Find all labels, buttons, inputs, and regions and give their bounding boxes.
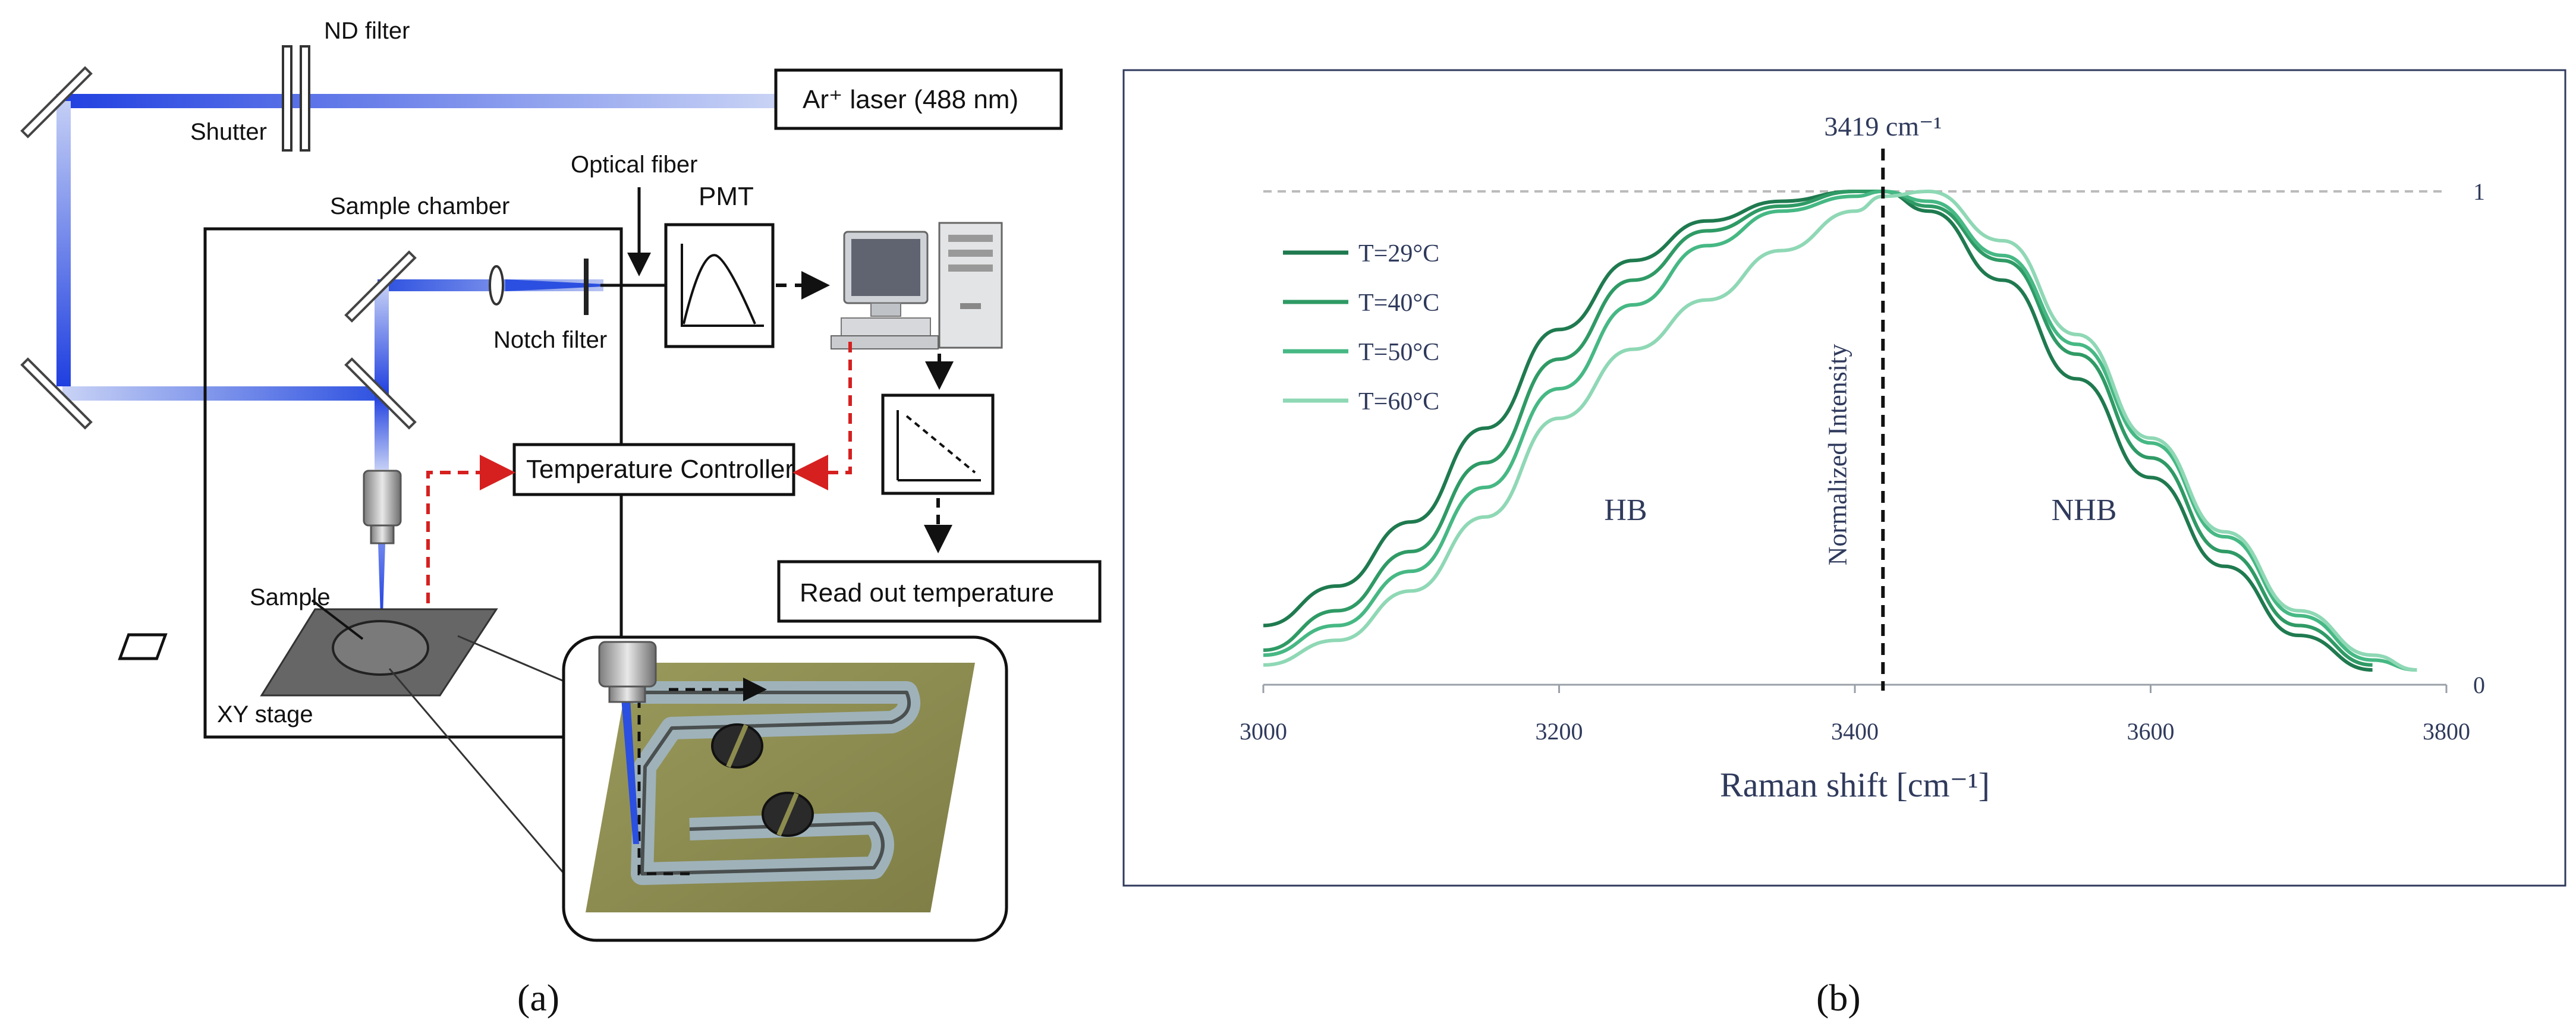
caption-b: (b) (1816, 977, 1861, 1019)
y-tick-label: 0 (2473, 672, 2485, 698)
readout-label: Read out temperature (800, 578, 1054, 607)
laser-beam-path (56, 94, 776, 615)
temperature-graph-box (881, 393, 995, 495)
mirrors (20, 66, 417, 430)
legend-label-3: T=50°C (1358, 339, 1439, 366)
inset-objective-icon (598, 641, 657, 703)
zoom-line-lower (388, 668, 596, 910)
sample-chamber-label: Sample chamber (330, 193, 509, 219)
sample-pointer (311, 599, 364, 640)
chip-inset (562, 635, 1008, 942)
nd-filter-plate (300, 45, 310, 152)
notch-filter-plate (584, 259, 589, 315)
x-tick-labels: 3000 3200 3400 3600 3800 (1240, 685, 2470, 745)
y-tick-label: 1 (2473, 178, 2485, 205)
x-tick-label: 3200 (1536, 718, 1583, 745)
sample-label: Sample (250, 584, 331, 610)
notch-filter-label: Notch filter (493, 327, 607, 353)
laser-label: Ar⁺ laser (488 nm) (803, 85, 1018, 114)
microchannel-edge (633, 691, 911, 876)
beam-left-vertical (56, 101, 71, 386)
x-axis-label: Raman shift [cm⁻¹] (1720, 766, 1990, 804)
pmt-label: PMT (699, 182, 754, 211)
readout-box (777, 560, 1102, 623)
beam-lower-segment (62, 386, 386, 401)
y-tick-labels: 01 (2473, 178, 2485, 698)
nd-filter-label: ND filter (324, 18, 410, 44)
series-line-3 (1263, 189, 2417, 672)
beam-top-segment (56, 94, 776, 108)
caption-a: (a) (517, 977, 559, 1019)
computer-to-controller-line (792, 342, 852, 490)
legend: T=29°C T=40°C T=50°C T=60°C (1283, 240, 1439, 415)
y-axis-label: Normalized Intensity (1823, 344, 1852, 566)
computer-icon (831, 222, 1003, 349)
temperature-controller-box (512, 443, 795, 496)
optical-fiber-label: Optical fiber (571, 152, 697, 178)
shutter-label: Shutter (190, 119, 267, 145)
inset-beam-cone (621, 698, 639, 844)
series-line-4 (1263, 189, 2417, 672)
mirror-top-left (20, 66, 93, 138)
notch-beam-taper (505, 279, 603, 291)
sample-chip (118, 633, 168, 660)
pmt-curve (682, 254, 756, 325)
x-tick-label: 3400 (1831, 718, 1879, 745)
peak-label: 3419 cm⁻¹ (1824, 111, 1942, 141)
scan-path (637, 698, 690, 876)
series-lines (1263, 189, 2417, 672)
x-tick-label: 3000 (1240, 718, 1287, 745)
mirror-bottom-left (20, 357, 93, 430)
temperature-controller-label: Temperature Controller (526, 455, 794, 484)
graph-trend (905, 415, 976, 474)
objective-lens-icon (363, 470, 402, 544)
beam-vertical-down (375, 285, 389, 395)
x-tick-label: 3600 (2127, 718, 2175, 745)
legend-label-2: T=40°C (1358, 289, 1439, 317)
series-line-2 (1263, 190, 2373, 667)
legend-label-1: T=29°C (1358, 240, 1439, 267)
chart-frame (1122, 69, 2566, 887)
shutter-plate (282, 45, 292, 152)
stage-to-controller-line (426, 455, 515, 621)
x-tick-label: 3800 (2423, 718, 2470, 745)
xy-stage-label: XY stage (217, 701, 313, 728)
mirror-chamber-bottom (344, 357, 417, 430)
legend-label-4: T=60°C (1358, 388, 1439, 415)
panel-a-diagram: ND filter Shutter Ar⁺ laser (488 nm) Sam… (20, 18, 1102, 1019)
mirror-chamber-top (344, 250, 417, 323)
nhb-region-label: NHB (2052, 493, 2117, 527)
hb-region-label: HB (1604, 493, 1647, 527)
nd-filter-shutter (282, 45, 310, 152)
notch-lens (489, 265, 504, 306)
beam-focus-cone (378, 544, 385, 615)
sample-holder (332, 620, 429, 676)
laser-box (774, 68, 1063, 130)
beam-to-objective (375, 395, 389, 470)
